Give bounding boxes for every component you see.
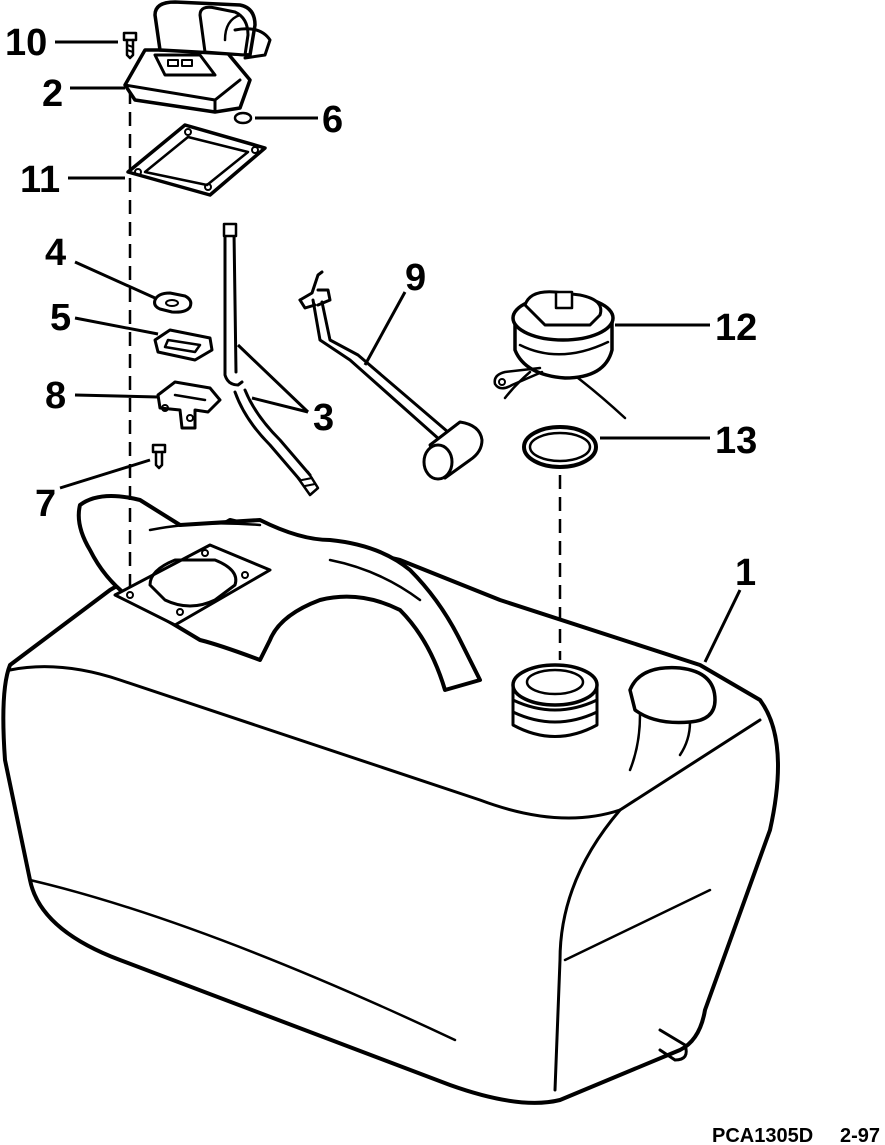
callout-7: 7 — [35, 483, 56, 525]
cap-gasket-part-13 — [522, 425, 598, 469]
callout-6: 6 — [322, 99, 343, 141]
filler-neck — [511, 663, 599, 738]
drawing-id: PCA1305D — [712, 1125, 813, 1145]
screw-part-10 — [122, 31, 138, 60]
callout-10: 10 — [5, 22, 47, 64]
callout-9: 9 — [405, 257, 426, 299]
callout-13: 13 — [715, 420, 757, 462]
callout-1: 1 — [735, 552, 756, 594]
screw-part-7 — [151, 443, 167, 470]
callout-3: 3 — [313, 397, 334, 439]
plate-part-4 — [153, 291, 193, 314]
callout-2: 2 — [42, 73, 63, 115]
bracket-part-8 — [156, 380, 222, 430]
float-arm-part-9 — [298, 270, 484, 481]
o-ring-part-6 — [233, 111, 253, 125]
fuel-tank-body — [1, 494, 780, 1105]
filler-cap-part-12 — [493, 290, 627, 420]
seal-part-5 — [153, 328, 214, 362]
page-ref: 2-97 — [840, 1125, 880, 1145]
callout-12: 12 — [715, 307, 757, 349]
fuel-gauge-housing — [123, 0, 272, 114]
float-part-9 — [422, 420, 484, 481]
gasket-part-11 — [126, 123, 267, 197]
leader-lines — [55, 40, 742, 663]
callout-5: 5 — [50, 297, 71, 339]
pickup-tube-part-3 — [222, 222, 320, 497]
callout-8: 8 — [45, 375, 66, 417]
callout-11: 11 — [20, 159, 60, 201]
callout-4: 4 — [45, 232, 66, 274]
